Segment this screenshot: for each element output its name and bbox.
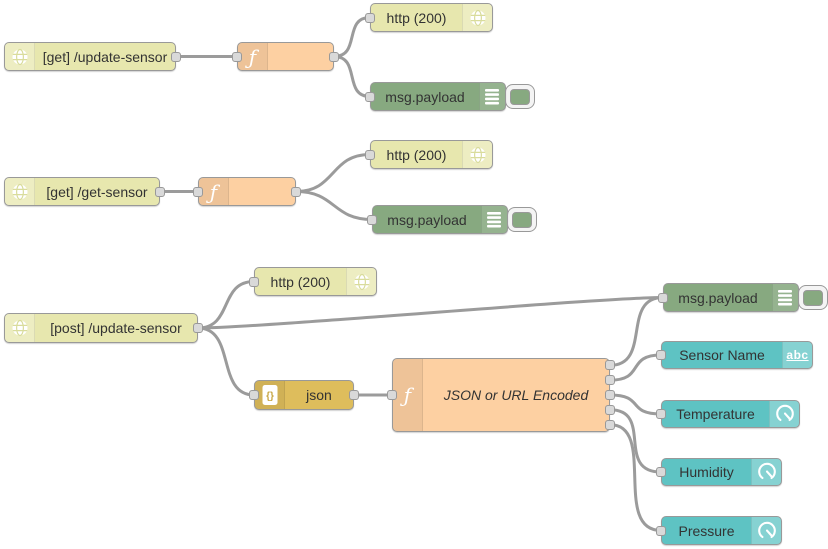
globe-icon bbox=[5, 43, 35, 70]
wire[interactable] bbox=[196, 326, 256, 397]
output-port[interactable] bbox=[193, 323, 203, 333]
output-port[interactable] bbox=[605, 360, 615, 370]
debug-toggle-button[interactable] bbox=[798, 285, 828, 310]
output-port[interactable] bbox=[171, 51, 181, 62]
node-label: [get] /get-sensor bbox=[46, 183, 148, 200]
node-label: Sensor Name bbox=[679, 347, 765, 363]
svg-text:{}: {} bbox=[266, 391, 274, 402]
globe-icon bbox=[462, 141, 492, 168]
node-http-in-post-update-sensor[interactable]: [post] /update-sensor bbox=[4, 313, 198, 343]
node-label: http (200) bbox=[386, 9, 447, 26]
debug-toggle-button[interactable] bbox=[505, 84, 535, 109]
wire[interactable] bbox=[608, 408, 663, 474]
node-label: http (200) bbox=[270, 273, 331, 290]
globe-icon bbox=[5, 314, 35, 342]
input-port[interactable] bbox=[387, 390, 397, 400]
node-label: http (200) bbox=[386, 146, 447, 163]
node-debug-msg-payload[interactable]: msg.payload bbox=[372, 205, 508, 234]
wire[interactable] bbox=[294, 190, 374, 221]
node-label: Temperature bbox=[676, 406, 755, 422]
node-label: msg.payload bbox=[678, 289, 758, 306]
node-label: msg.payload bbox=[385, 88, 465, 105]
node-label: msg.payload bbox=[387, 211, 467, 228]
node-json-parser[interactable]: {} json bbox=[254, 380, 354, 410]
node-ui-gauge-humidity[interactable]: Humidity bbox=[661, 458, 782, 486]
output-port[interactable] bbox=[605, 420, 615, 430]
input-port[interactable] bbox=[365, 149, 375, 160]
wire[interactable] bbox=[608, 423, 663, 532]
input-port[interactable] bbox=[232, 51, 242, 62]
globe-icon bbox=[346, 268, 376, 295]
output-port[interactable] bbox=[349, 390, 359, 400]
node-ui-gauge-temperature[interactable]: Temperature bbox=[661, 400, 800, 428]
node-http-response[interactable]: http (200) bbox=[254, 267, 377, 296]
function-f-icon: ƒ bbox=[238, 43, 268, 70]
debug-toggle-button[interactable] bbox=[507, 207, 537, 232]
globe-icon bbox=[5, 178, 35, 205]
output-port[interactable] bbox=[605, 390, 615, 400]
wire[interactable] bbox=[608, 296, 665, 367]
input-port[interactable] bbox=[656, 350, 666, 360]
input-port[interactable] bbox=[249, 390, 259, 400]
wire[interactable] bbox=[608, 393, 663, 416]
node-ui-gauge-pressure[interactable]: Pressure bbox=[661, 516, 782, 545]
node-label: [post] /update-sensor bbox=[50, 320, 182, 336]
input-port[interactable] bbox=[193, 186, 203, 197]
debug-list-icon bbox=[772, 284, 798, 311]
input-port[interactable] bbox=[658, 292, 668, 303]
gauge-icon bbox=[751, 459, 781, 485]
node-label: Humidity bbox=[679, 464, 734, 480]
input-port[interactable] bbox=[656, 467, 666, 477]
function-f-icon: ƒ bbox=[199, 178, 229, 205]
node-debug-msg-payload[interactable]: msg.payload bbox=[370, 82, 506, 111]
debug-list-icon bbox=[479, 83, 505, 110]
node-http-response[interactable]: http (200) bbox=[370, 3, 493, 32]
wire[interactable] bbox=[294, 153, 372, 193]
wire[interactable] bbox=[332, 16, 372, 58]
input-port[interactable] bbox=[249, 276, 259, 287]
node-http-in-get-get-sensor[interactable]: [get] /get-sensor bbox=[4, 177, 160, 206]
debug-toggle-state bbox=[803, 289, 823, 306]
output-port[interactable] bbox=[329, 51, 339, 62]
globe-icon bbox=[462, 4, 492, 31]
node-http-in-get-update-sensor[interactable]: [get] /update-sensor bbox=[4, 42, 176, 71]
gauge-icon bbox=[751, 517, 781, 544]
output-port[interactable] bbox=[605, 375, 615, 385]
wire[interactable] bbox=[196, 296, 665, 330]
json-document-icon: {} bbox=[255, 381, 285, 409]
node-label bbox=[229, 178, 295, 205]
node-label: json bbox=[306, 387, 332, 403]
node-label: Pressure bbox=[678, 522, 735, 539]
node-label: [get] /update-sensor bbox=[42, 48, 168, 65]
input-port[interactable] bbox=[365, 12, 375, 23]
wire[interactable] bbox=[196, 280, 256, 330]
input-port[interactable] bbox=[656, 409, 666, 419]
debug-list-icon bbox=[481, 206, 507, 233]
output-port[interactable] bbox=[155, 186, 165, 197]
debug-toggle-state bbox=[510, 88, 530, 105]
output-port[interactable] bbox=[605, 405, 615, 415]
input-port[interactable] bbox=[365, 91, 375, 102]
node-http-response[interactable]: http (200) bbox=[370, 140, 493, 169]
node-label: JSON or URL Encoded bbox=[443, 387, 589, 403]
node-ui-text-sensor-name[interactable]: abc Sensor Name bbox=[661, 341, 813, 369]
node-label bbox=[268, 43, 333, 70]
wire[interactable] bbox=[332, 55, 372, 98]
gauge-icon bbox=[769, 401, 799, 427]
node-debug-msg-payload[interactable]: msg.payload bbox=[663, 283, 799, 312]
input-port[interactable] bbox=[367, 214, 377, 225]
wire[interactable] bbox=[608, 353, 663, 382]
node-function[interactable]: ƒ bbox=[198, 177, 296, 206]
node-function-json-or-url-encoded[interactable]: ƒ JSON or URL Encoded bbox=[392, 358, 610, 432]
text-abc-icon: abc bbox=[782, 342, 812, 368]
function-f-icon: ƒ bbox=[393, 359, 423, 431]
input-port[interactable] bbox=[656, 525, 666, 536]
debug-toggle-state bbox=[512, 211, 532, 228]
node-function[interactable]: ƒ bbox=[237, 42, 334, 71]
output-port[interactable] bbox=[291, 186, 301, 197]
